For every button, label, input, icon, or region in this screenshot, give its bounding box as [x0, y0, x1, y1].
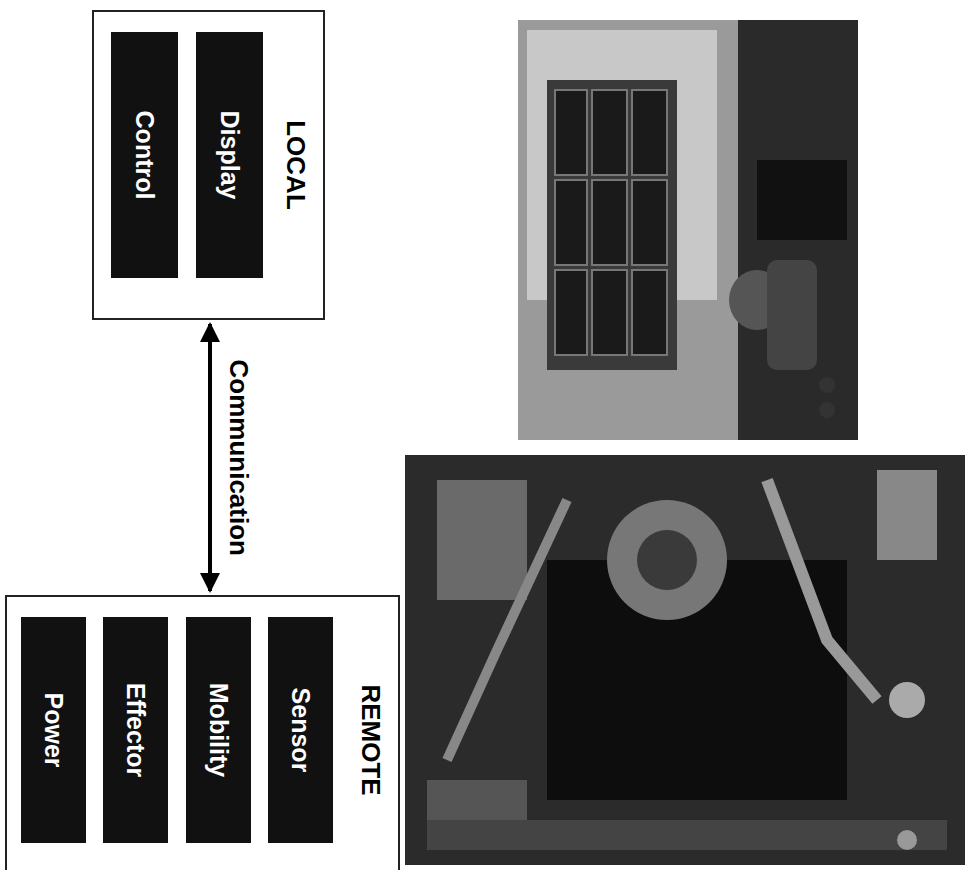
component-bar: Display [196, 32, 263, 278]
component-label: Control [130, 111, 159, 200]
group-box: REMOTE Sensor Mobility Effector Power [5, 595, 400, 870]
group-heading: LOCAL [281, 12, 323, 318]
component-bar: Power [21, 617, 86, 843]
component-bar: Effector [103, 617, 168, 843]
group-box: LOCAL Display Control [92, 10, 325, 320]
component-label: Display [215, 111, 244, 200]
communication-arrow [208, 324, 212, 591]
component-label: Sensor [286, 688, 315, 773]
component-bar: Sensor [268, 617, 333, 843]
group-heading: REMOTE [356, 597, 398, 870]
component-label: Effector [121, 683, 150, 777]
edge-label: Communication [224, 357, 254, 559]
component-bar: Mobility [186, 617, 251, 843]
control-room-photo [518, 20, 858, 440]
robot-photo [405, 455, 965, 865]
component-bar: Control [111, 32, 178, 278]
component-label: Power [39, 692, 68, 767]
component-label: Mobility [204, 683, 233, 777]
